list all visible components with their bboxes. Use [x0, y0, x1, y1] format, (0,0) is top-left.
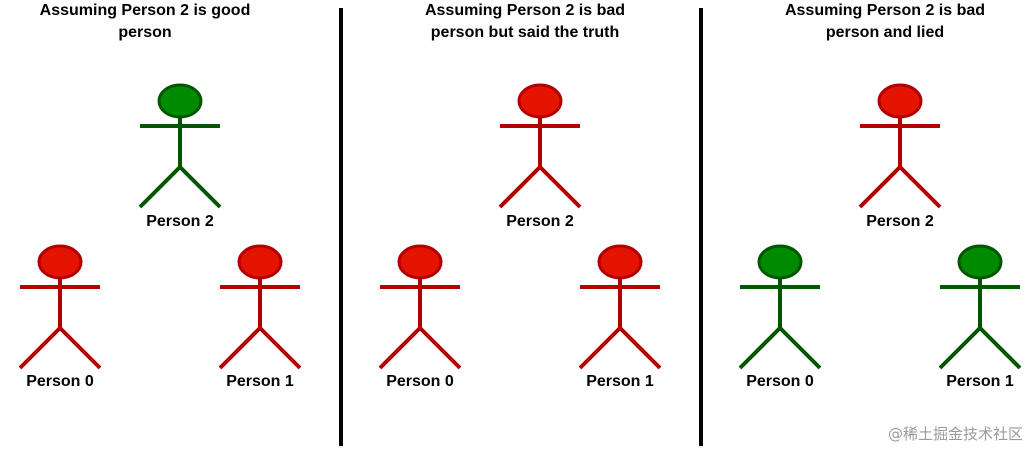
head-icon [957, 244, 1003, 280]
person-2-label: Person 2 [146, 213, 214, 230]
panel-title-line1: Assuming Person 2 is good [39, 2, 251, 19]
panel-title-bad-lied: Assuming Person 2 is bad person and lied [740, 0, 1030, 44]
person-0-label: Person 0 [386, 373, 454, 390]
head-icon [237, 244, 283, 280]
panel-title-line1: Assuming Person 2 is bad [424, 2, 626, 19]
watermark: @稀土掘金技术社区 [887, 425, 1023, 443]
person-0-label: Person 0 [26, 373, 94, 390]
head-icon [397, 244, 443, 280]
person-0-figure [378, 244, 462, 370]
person-2-figure [138, 83, 222, 209]
person-0-figure [18, 244, 102, 370]
panel-title-line2: person [118, 24, 172, 41]
left-leg-line [138, 165, 182, 209]
left-leg-line [738, 326, 782, 370]
right-leg-line [538, 165, 582, 209]
right-leg-line [618, 326, 662, 370]
panel-title-line2: person and lied [825, 24, 945, 41]
person-2-figure [498, 83, 582, 209]
person-0-figure [738, 244, 822, 370]
panel-title-line2: person but said the truth [430, 24, 620, 41]
left-leg-line [858, 165, 902, 209]
person-1-figure [218, 244, 302, 370]
panel-title-bad-truth: Assuming Person 2 is bad person but said… [380, 0, 670, 44]
person-1-figure [938, 244, 1022, 370]
panel-title-good: Assuming Person 2 is good person [0, 0, 290, 44]
left-leg-line [18, 326, 62, 370]
person-1-label: Person 1 [586, 373, 654, 390]
person-0-label: Person 0 [746, 373, 814, 390]
person-2-label: Person 2 [866, 213, 934, 230]
left-leg-line [378, 326, 422, 370]
right-leg-line [178, 165, 222, 209]
panel-title-line1: Assuming Person 2 is bad [784, 2, 986, 19]
right-leg-line [898, 165, 942, 209]
right-leg-line [58, 326, 102, 370]
person-2-label: Person 2 [506, 213, 574, 230]
head-icon [877, 83, 923, 119]
left-leg-line [498, 165, 542, 209]
left-leg-line [218, 326, 262, 370]
person-1-label: Person 1 [946, 373, 1014, 390]
head-icon [757, 244, 803, 280]
right-leg-line [778, 326, 822, 370]
person-1-figure [578, 244, 662, 370]
right-leg-line [418, 326, 462, 370]
left-leg-line [938, 326, 982, 370]
right-leg-line [978, 326, 1022, 370]
head-icon [597, 244, 643, 280]
head-icon [157, 83, 203, 119]
head-icon [517, 83, 563, 119]
head-icon [37, 244, 83, 280]
person-1-label: Person 1 [226, 373, 294, 390]
left-leg-line [578, 326, 622, 370]
right-leg-line [258, 326, 302, 370]
person-2-figure [858, 83, 942, 209]
